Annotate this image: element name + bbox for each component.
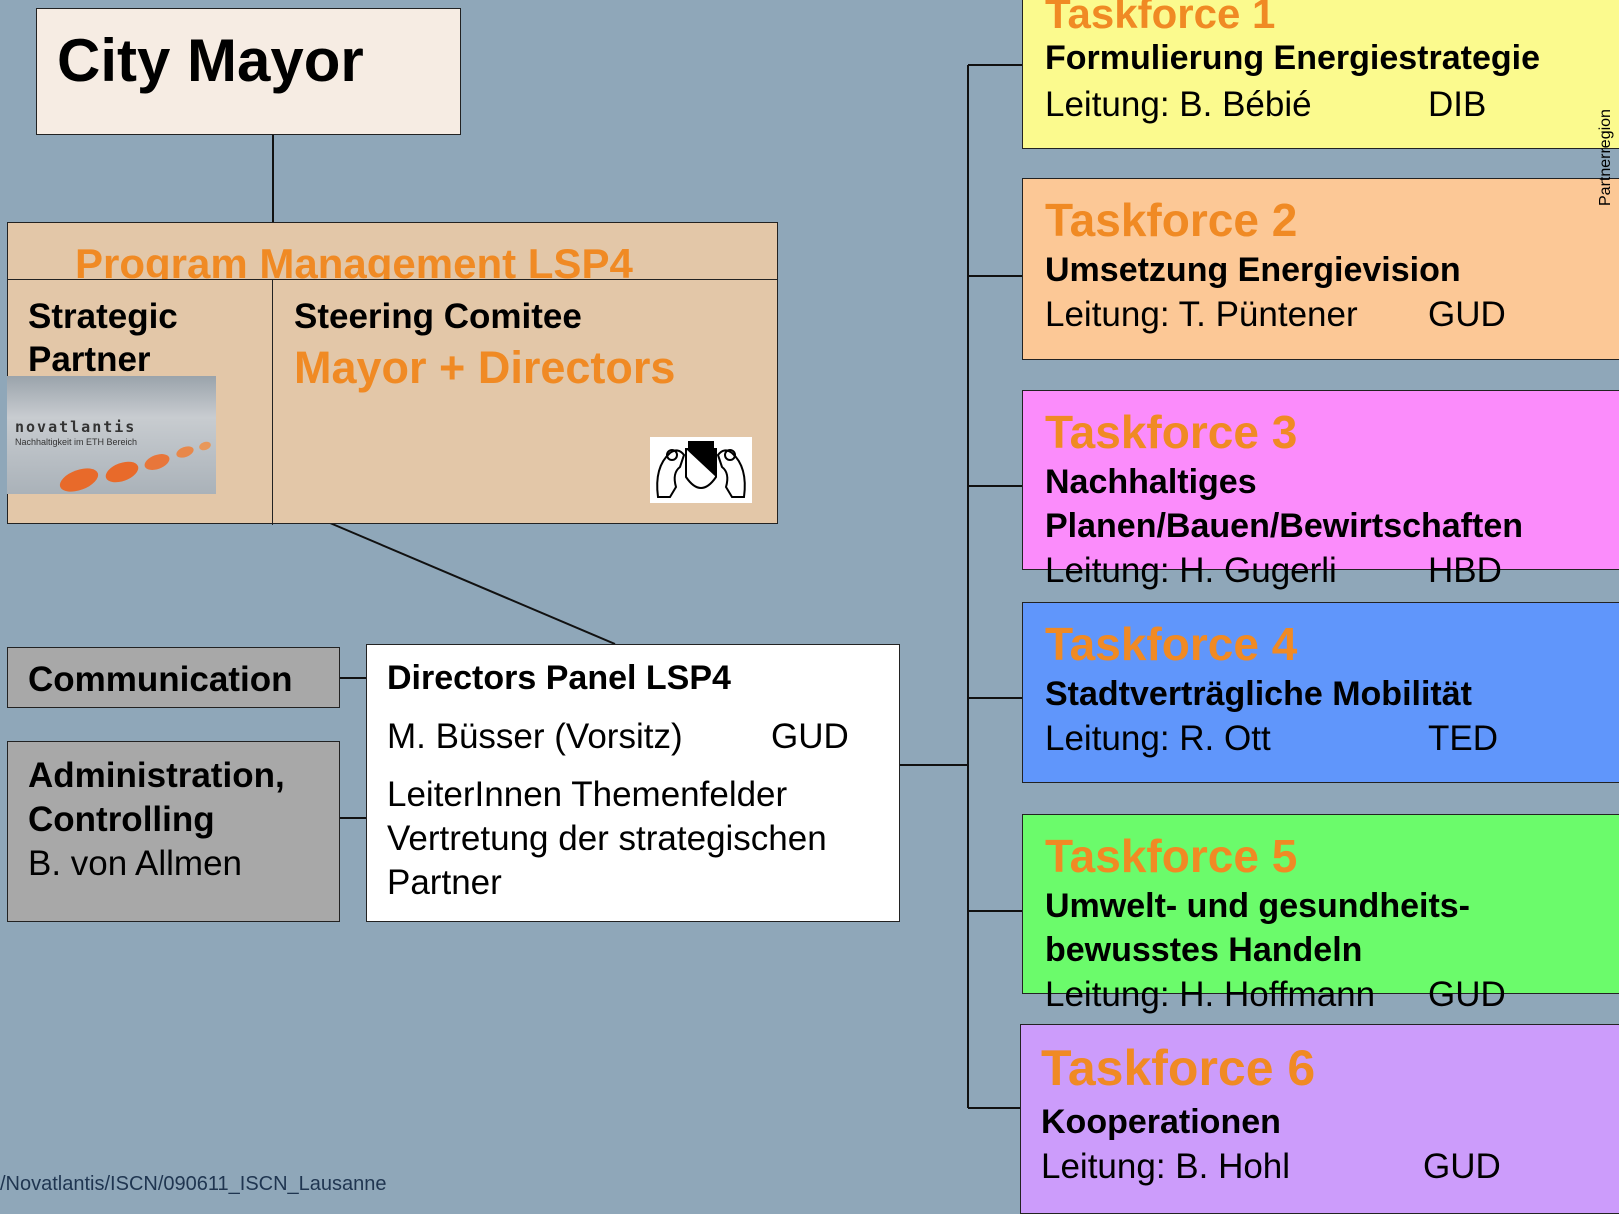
taskforce-3-topic-line2: Planen/Bauen/Bewirtschaften xyxy=(1045,507,1524,545)
taskforce-3-dept: HBD xyxy=(1428,551,1502,590)
taskforce-4-title: Taskforce 4 xyxy=(1045,618,1298,670)
directors-panel-line3: Partner xyxy=(387,863,502,902)
communication-label: Communication xyxy=(28,660,293,699)
novatlantis-logo-dots xyxy=(59,441,211,492)
directors-panel-chair-dept: GUD xyxy=(771,717,849,756)
directors-panel-line1: LeiterInnen Themenfelder xyxy=(387,775,788,814)
strategic-partner-label-line2: Partner xyxy=(28,340,151,379)
strategic-partner-label-line1: Strategic xyxy=(28,297,178,336)
directors-panel-title: Directors Panel LSP4 xyxy=(387,659,731,697)
steering-committee-label: Steering Comitee xyxy=(294,297,582,336)
taskforce-2-box: Taskforce 2 Umsetzung Energievision Leit… xyxy=(1022,178,1619,360)
taskforce-6-title: Taskforce 6 xyxy=(1041,1040,1316,1096)
directors-panel-chair: M. Büsser (Vorsitz) xyxy=(387,717,683,756)
program-management-title: Program Management LSP4 xyxy=(75,243,633,279)
taskforce-2-dept: GUD xyxy=(1428,295,1506,334)
novatlantis-logo: novatlantis Nachhaltigkeit im ETH Bereic… xyxy=(7,376,216,494)
taskforce-1-title: Taskforce 1 xyxy=(1045,0,1276,37)
zurich-coat-of-arms xyxy=(650,437,752,503)
taskforce-4-lead: Leitung: R. Ott xyxy=(1045,719,1271,758)
taskforce-5-lead: Leitung: H. Hoffmann xyxy=(1045,975,1376,1014)
taskforce-2-topic: Umsetzung Energievision xyxy=(1045,251,1461,289)
taskforce-6-dept: GUD xyxy=(1423,1147,1501,1186)
steering-committee-members: Mayor + Directors xyxy=(294,342,676,393)
taskforce-1-lead: Leitung: B. Bébié xyxy=(1045,85,1312,124)
taskforce-2-lead: Leitung: T. Püntener xyxy=(1045,295,1358,334)
taskforce-3-lead: Leitung: H. Gugerli xyxy=(1045,551,1337,590)
taskforce-4-topic: Stadtverträgliche Mobilität xyxy=(1045,675,1472,713)
taskforce-2-title: Taskforce 2 xyxy=(1045,194,1298,246)
taskforce-1-topic: Formulierung Energiestrategie xyxy=(1045,39,1540,77)
taskforce-1-box: Taskforce 1 Formulierung Energiestrategi… xyxy=(1022,0,1619,149)
taskforce-5-dept: GUD xyxy=(1428,975,1506,1014)
pm-divider-horizontal xyxy=(8,279,777,280)
communication-box: Communication xyxy=(7,647,340,708)
taskforce-6-box: Taskforce 6 Kooperationen Leitung: B. Ho… xyxy=(1020,1024,1619,1214)
city-mayor-title: City Mayor xyxy=(57,27,364,94)
directors-panel-line2: Vertretung der strategischen xyxy=(387,819,827,858)
novatlantis-logo-tagline: Nachhaltigkeit im ETH Bereich xyxy=(15,437,138,447)
taskforce-4-box: Taskforce 4 Stadtverträgliche Mobilität … xyxy=(1022,602,1619,783)
taskforce-6-lead: Leitung: B. Hohl xyxy=(1041,1147,1291,1186)
novatlantis-logo-name: novatlantis xyxy=(15,418,137,436)
taskforce-3-box: Taskforce 3 Nachhaltiges Planen/Bauen/Be… xyxy=(1022,390,1619,588)
administration-label-line2: Controlling xyxy=(28,800,215,839)
taskforce-5-title: Taskforce 5 xyxy=(1045,830,1298,882)
partnerregion-side-label: Partnerregion xyxy=(1597,109,1614,206)
taskforce-6-topic: Kooperationen xyxy=(1041,1103,1281,1141)
city-mayor-box: City Mayor xyxy=(36,8,461,135)
taskforce-4-dept: TED xyxy=(1428,719,1498,758)
administration-person: B. von Allmen xyxy=(28,844,242,883)
taskforce-5-topic-line1: Umwelt- und gesundheits- xyxy=(1045,887,1470,925)
taskforce-5-box: Taskforce 5 Umwelt- und gesundheits- bew… xyxy=(1022,814,1619,1012)
footer-file-path: /Novatlantis/ISCN/090611_ISCN_Lausanne xyxy=(0,1173,387,1195)
taskforce-3-topic-line1: Nachhaltiges xyxy=(1045,463,1257,501)
taskforce-5-topic-line2: bewusstes Handeln xyxy=(1045,931,1363,969)
taskforce-1-dept: DIB xyxy=(1428,85,1487,124)
taskforce-3-title: Taskforce 3 xyxy=(1045,406,1298,458)
pm-divider-vertical xyxy=(272,279,273,525)
directors-panel-box: Directors Panel LSP4 M. Büsser (Vorsitz)… xyxy=(366,644,900,922)
administration-box: Administration, Controlling B. von Allme… xyxy=(7,741,340,922)
administration-label-line1: Administration, xyxy=(28,756,285,795)
